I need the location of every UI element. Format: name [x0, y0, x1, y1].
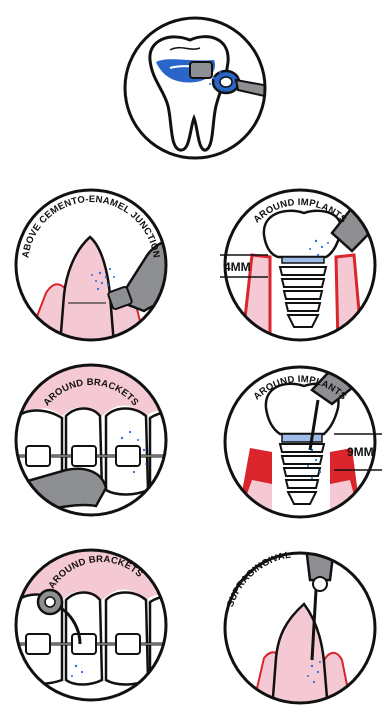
panel-around-brackets-1: AROUND BRACKETS [6, 360, 181, 525]
measure-label: 4MM [224, 260, 251, 274]
panel-supragingival: SUPRAGINGIVAL [212, 540, 382, 710]
measure-label: 9MM [347, 445, 374, 459]
panel-polishing-molar [110, 10, 280, 170]
panel-around-implants-9mm: 9MM AROUND IMPLANTS [212, 360, 382, 525]
bracket [116, 446, 140, 466]
panel-above-cej: ABOVE CEMENTO-ENAMEL JUNCTION [6, 185, 181, 345]
bracket [26, 634, 50, 654]
bracket [26, 446, 50, 466]
implant-crown [264, 211, 341, 257]
bracket [72, 634, 96, 654]
bracket [72, 446, 96, 466]
prophy-head [190, 62, 212, 78]
bracket [116, 634, 140, 654]
panel-around-implants-4mm: 4MM AROUND IMPLANTS [212, 185, 382, 345]
panel-around-brackets-2: AROUND BRACKETS [6, 540, 181, 705]
